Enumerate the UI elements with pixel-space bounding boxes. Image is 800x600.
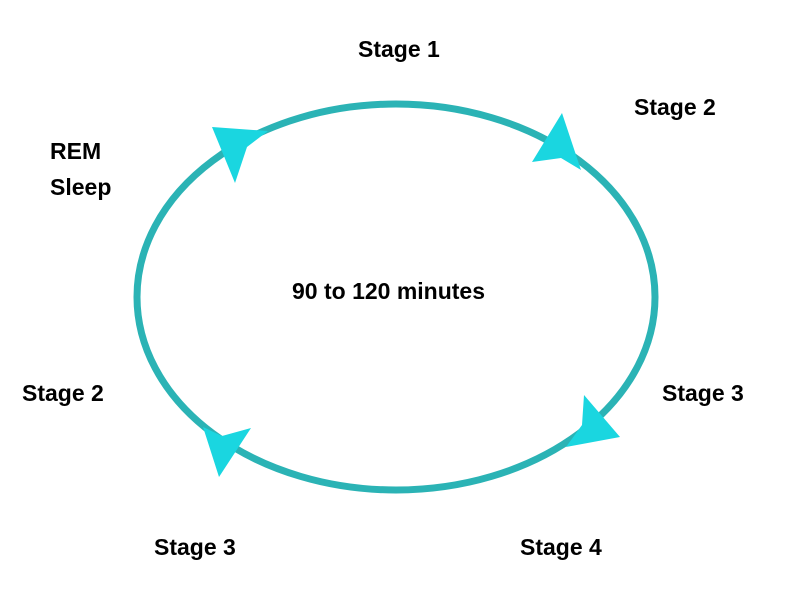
cycle-ellipse — [133, 100, 659, 494]
arrowhead-upper-right — [532, 113, 581, 170]
rem-label-line1: REM — [50, 138, 102, 164]
rem-sleep-label: REM Sleep — [50, 134, 111, 205]
arrowhead-lower-left — [203, 427, 251, 477]
stage-3-right-label: Stage 3 — [662, 380, 744, 406]
stage-2-upper-right-label: Stage 2 — [634, 94, 716, 120]
stage-4-bottom-right-label: Stage 4 — [520, 534, 602, 560]
cycle-duration-label: 90 to 120 minutes — [292, 278, 486, 304]
arrowhead-lower-right — [566, 395, 620, 447]
stage-2-left-label: Stage 2 — [22, 380, 104, 406]
arrowhead-upper-left — [212, 127, 268, 183]
stage-1-label: Stage 1 — [358, 36, 440, 62]
stage-3-bottom-left-label: Stage 3 — [154, 534, 236, 560]
rem-label-line2: Sleep — [50, 173, 112, 200]
